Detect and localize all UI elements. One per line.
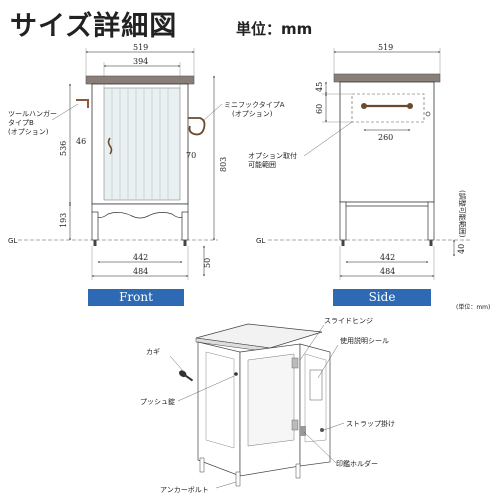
front-skirt	[91, 203, 189, 219]
front-dim-hook-offset: 46	[76, 137, 86, 146]
side-mount-area	[351, 93, 425, 123]
side-dim-60: 60	[315, 104, 324, 114]
front-dim-inner-width: 394	[133, 57, 148, 66]
front-door	[103, 87, 181, 201]
towel-hanger-label-2: タイプB	[8, 118, 34, 127]
page-title: サイズ詳細図	[10, 11, 178, 42]
front-top-board	[85, 75, 195, 85]
front-leg-right	[181, 211, 189, 241]
side-dim-hook-width: 260	[378, 133, 393, 142]
side-dim-base-outer: 484	[380, 267, 395, 276]
front-dim-base-outer: 484	[133, 267, 148, 276]
mini-hook-label-1: ミニフックタイプA	[224, 100, 285, 109]
front-dim-hook-right: 70	[186, 151, 196, 160]
mount-area-label-2: 可能範囲	[248, 160, 276, 169]
push-lock-icon	[234, 372, 238, 376]
side-adjust-label: (調整可能範囲)	[458, 190, 467, 238]
mini-hook-label-2: (オプション)	[232, 110, 273, 118]
key-icon	[179, 370, 194, 382]
label-seal-holder: 印鑑ホルダー	[336, 459, 378, 468]
front-view-label: Front	[88, 289, 184, 306]
side-towel-bar-icon	[361, 103, 413, 109]
front-dim-total-height: 803	[219, 157, 228, 172]
side-dim-leg: 40	[457, 244, 466, 254]
side-dim-45: 45	[315, 82, 324, 92]
side-body	[339, 81, 435, 203]
towel-hanger-label-3: (オプション)	[8, 128, 49, 136]
front-dim-lower-height: 193	[59, 213, 68, 228]
label-key: カギ	[146, 348, 160, 356]
door-handle-icon	[107, 137, 113, 155]
footer-unit-label: (単位：mm)	[456, 304, 491, 311]
perspective-view: スライドヒンジ 使用説明シール カギ プッシュ錠 ストラップ掛け 印鑑ホルダー …	[140, 317, 395, 494]
label-strap-hook: ストラップ掛け	[346, 419, 395, 428]
front-dim-leg-height: 50	[203, 258, 212, 268]
side-view: GL 519 45 60 260 オプション取付 可能範囲 (調整可能範囲) 4…	[248, 43, 470, 280]
unit-label: 単位：mm	[236, 20, 313, 38]
persp-side-panel	[197, 341, 241, 477]
label-slide-hinge: スライドヒンジ	[324, 317, 373, 325]
side-ground-label: GL	[256, 237, 265, 245]
front-dim-top-width: 519	[133, 43, 148, 52]
side-dim-base-inner: 442	[380, 253, 395, 262]
side-view-label: Side	[333, 289, 431, 306]
towel-hanger-icon	[76, 99, 89, 108]
front-view: GL 519 394 536 193 46 803 70 50 442 484	[8, 43, 285, 280]
label-manual-seal: 使用説明シール	[340, 336, 389, 345]
front-dim-base-inner: 442	[133, 253, 148, 262]
side-dim-top-width: 519	[378, 43, 393, 52]
mini-hook-icon	[188, 117, 206, 136]
label-push-lock: プッシュ錠	[140, 397, 175, 406]
mount-area-label-1: オプション取付	[248, 151, 297, 160]
front-ground-label: GL	[8, 237, 17, 245]
front-leg-left	[91, 211, 99, 241]
towel-hanger-label-1: ツールハンガー	[8, 109, 57, 118]
label-anchor-bolt: アンカーボルト	[160, 486, 209, 494]
side-top-board	[333, 73, 441, 83]
front-dim-body-height: 536	[59, 141, 68, 156]
